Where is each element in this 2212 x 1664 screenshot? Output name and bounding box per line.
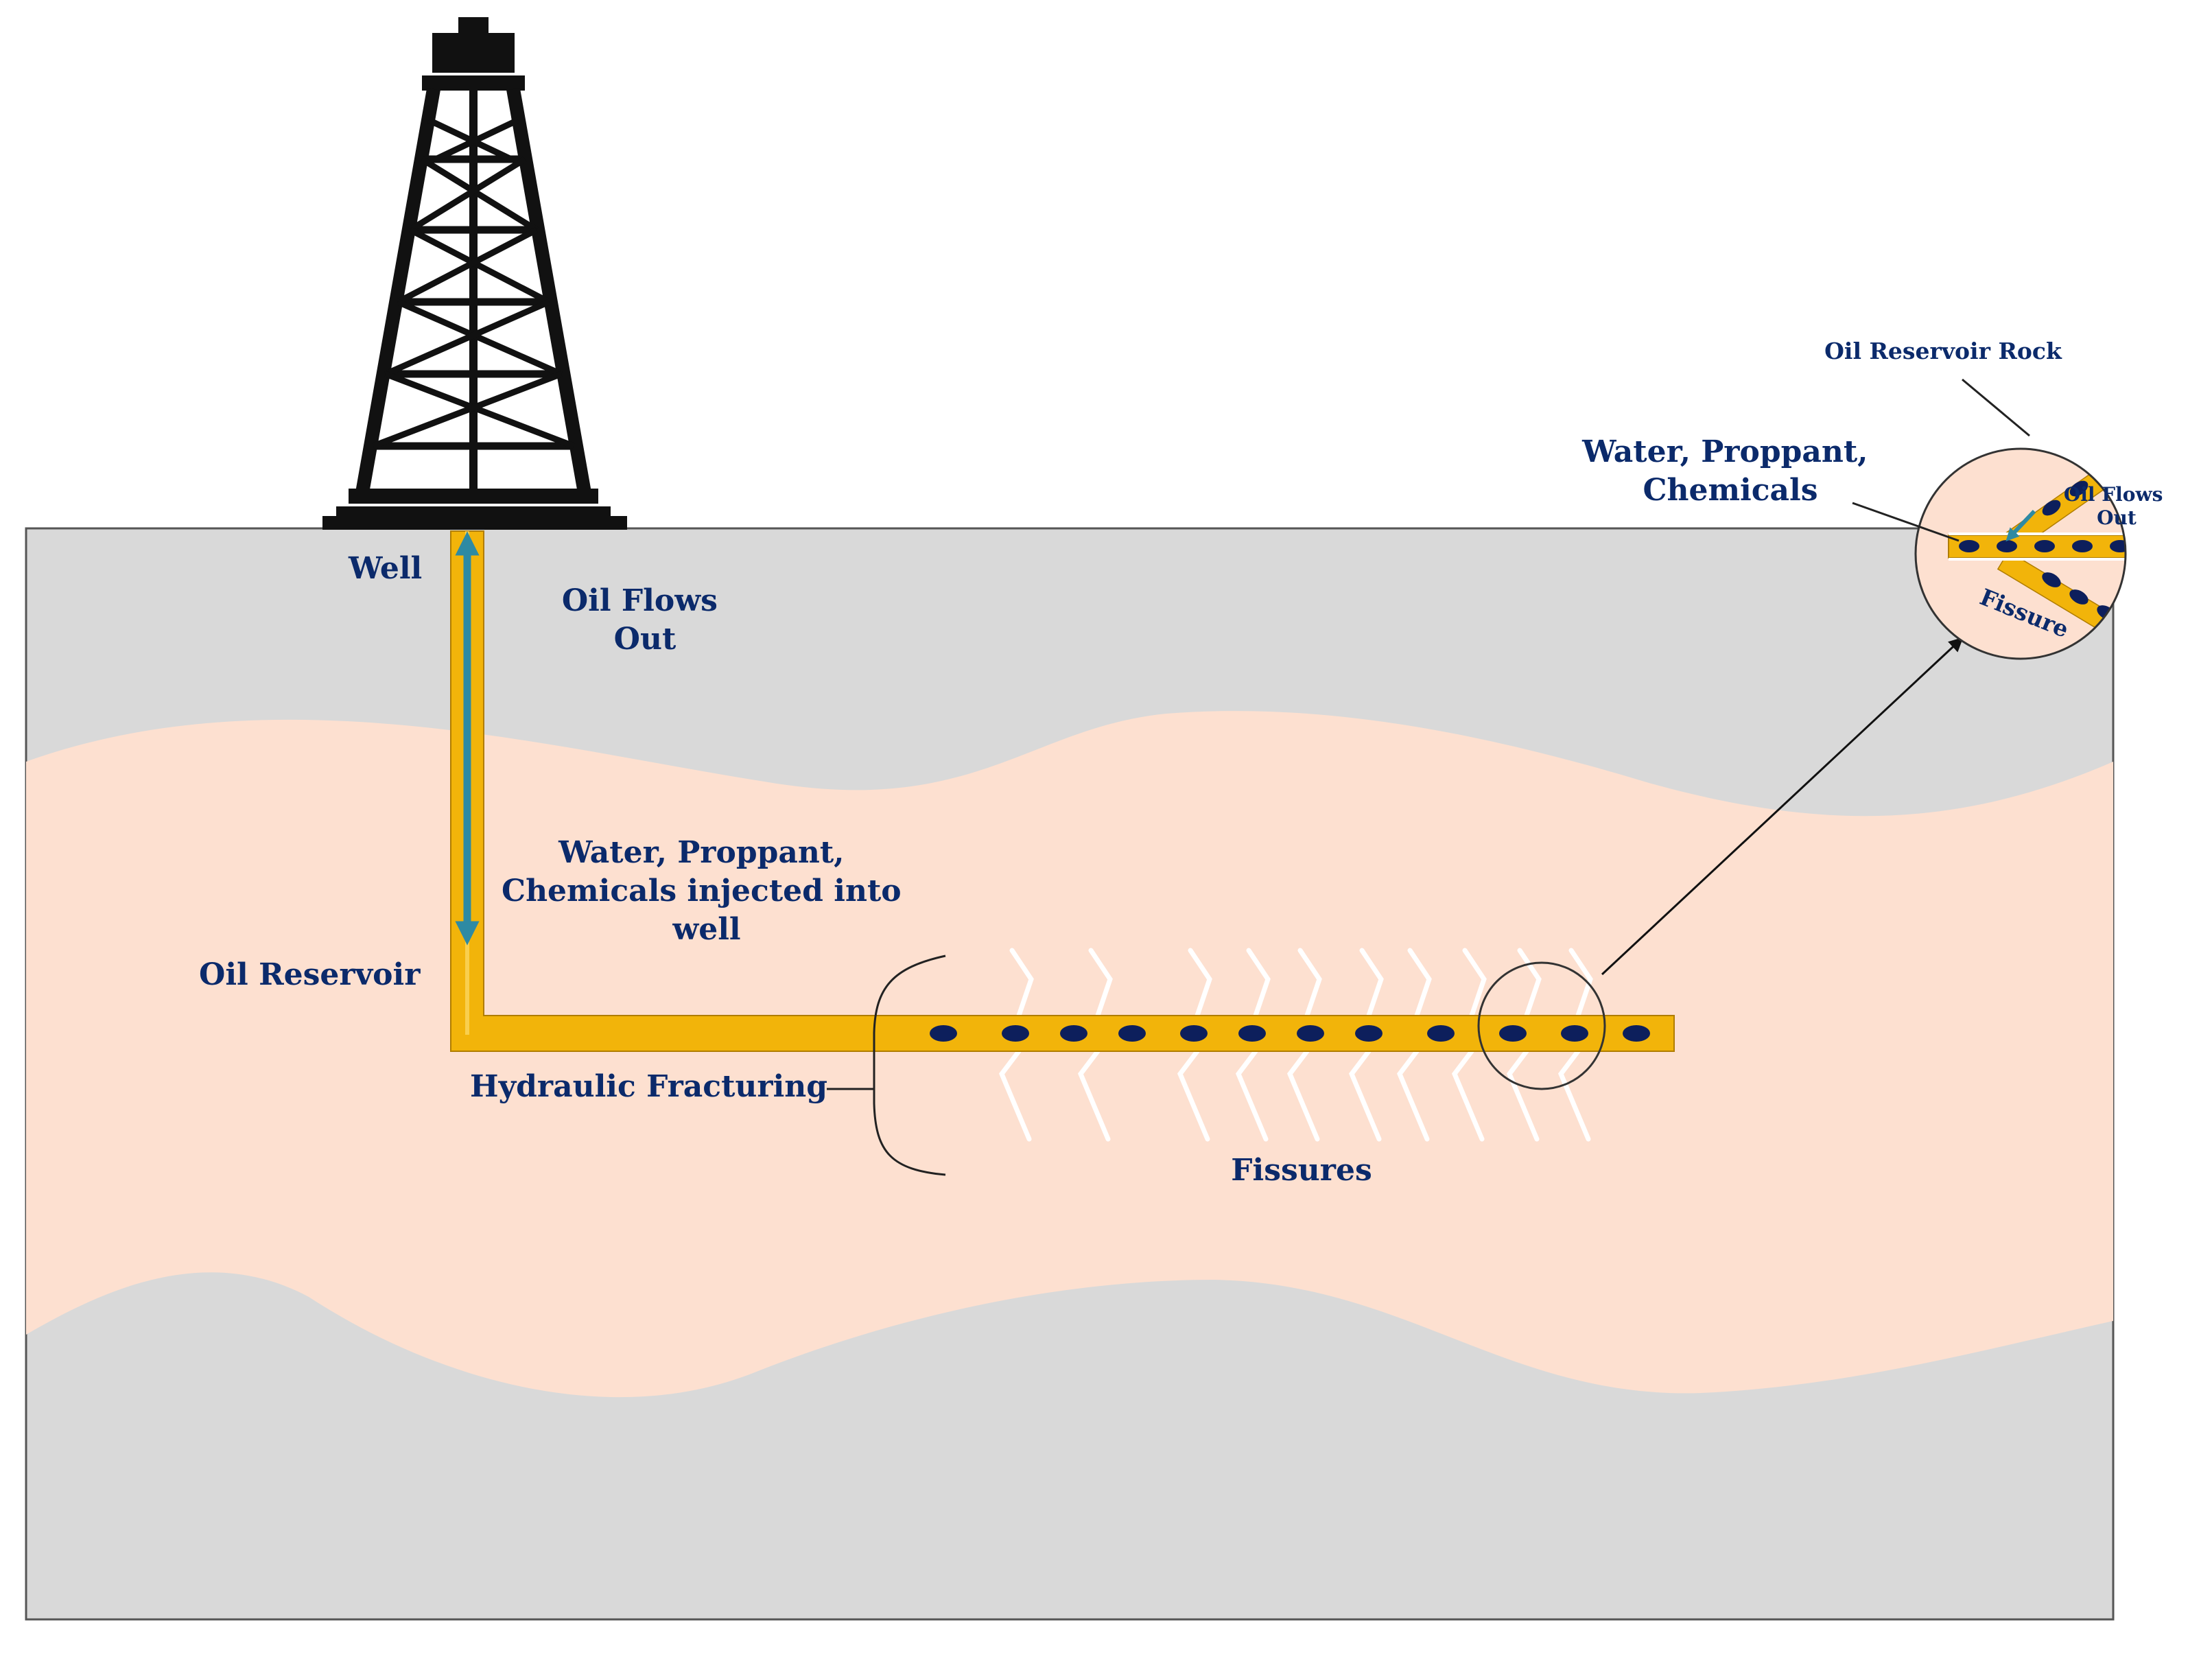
inset-oil-flows-label: Oil Flows Out: [2064, 483, 2169, 529]
fissure-upper: [1359, 948, 1384, 1018]
oil-droplet-icon: [1997, 540, 2017, 552]
oil-droplet-icon: [2042, 572, 2061, 587]
injection-label: Water, Proppant, Chemicals injected into…: [502, 835, 912, 947]
oil-droplet-icon: [1002, 1025, 1029, 1042]
oil-droplet-icon: [2034, 540, 2055, 552]
hydraulic-fracturing-label: Hydraulic Fracturing: [470, 1069, 827, 1104]
oil-droplet-icon: [2069, 480, 2089, 497]
well-label: Well: [348, 551, 422, 586]
oil-droplet-icon: [1238, 1025, 1266, 1042]
inset-title-label: Oil Reservoir Rock: [1824, 338, 2062, 364]
oil-reservoir-label: Oil Reservoir: [199, 957, 421, 992]
fissure-upper: [1246, 948, 1271, 1018]
fissure-lower: [1506, 1048, 1540, 1142]
fissure-lower: [1396, 1048, 1430, 1142]
oil-droplet-icon: [2072, 540, 2093, 552]
zoom-pointer: [1601, 637, 1964, 976]
oil-droplet-icon: [1561, 1025, 1588, 1042]
inset-injection-leader: [1852, 502, 1960, 542]
fissure-lower: [1177, 1048, 1210, 1142]
fissure-upper: [1297, 948, 1322, 1018]
magnifier-circle: [1477, 961, 1606, 1090]
fractures-group: [998, 948, 1593, 1142]
fracturing-bracket: [873, 954, 946, 1176]
oil-droplet-icon: [1959, 540, 1979, 552]
derrick-icon: [322, 17, 627, 530]
fissure-upper: [1088, 948, 1113, 1018]
oil-droplet-icon: [1355, 1025, 1382, 1042]
fissure-upper: [1517, 948, 1542, 1018]
fissure-lower: [1286, 1048, 1320, 1142]
fissure-upper: [1462, 948, 1487, 1018]
fissure-upper: [1188, 948, 1212, 1018]
oil-droplets-group: [930, 1025, 1650, 1042]
inset-rock-leader: [1962, 378, 2030, 437]
fissure-upper: [1568, 948, 1593, 1018]
oil-reservoir-band: [26, 711, 2113, 1398]
oil-droplet-icon: [2042, 500, 2061, 516]
oil-droplet-icon: [1427, 1025, 1455, 1042]
oil-droplet-icon: [2095, 462, 2115, 478]
fissure-lower: [1557, 1048, 1591, 1142]
oil-droplet-icon: [2110, 540, 2126, 552]
fissure-lower: [1451, 1048, 1485, 1142]
inset-zoom: [1914, 447, 2127, 660]
fissure-lower: [1235, 1048, 1269, 1142]
fissure-upper: [1407, 948, 1432, 1018]
fissure-lower: [1348, 1048, 1382, 1142]
oil-droplet-icon: [1499, 1025, 1527, 1042]
fissures-label: Fissures: [1231, 1153, 1372, 1188]
well-pipe: [450, 530, 1675, 1052]
oil-droplet-icon: [2069, 589, 2089, 605]
oil-droplet-icon: [1623, 1025, 1650, 1042]
oil-droplet-icon: [930, 1025, 957, 1042]
fissure-upper: [1009, 948, 1034, 1018]
oil-droplet-icon: [1180, 1025, 1208, 1042]
fissure-lower: [998, 1048, 1032, 1142]
inset-injection-label: Water, Proppant, Chemicals: [1581, 434, 1879, 508]
oil-droplet-icon: [1118, 1025, 1146, 1042]
fissure-lower: [1077, 1048, 1111, 1142]
oil-flows-out-label: Oil Flows Out: [562, 583, 728, 657]
oil-droplet-icon: [1060, 1025, 1087, 1042]
inset-flow-arrow: [2005, 509, 2036, 541]
oil-droplet-icon: [1297, 1025, 1324, 1042]
